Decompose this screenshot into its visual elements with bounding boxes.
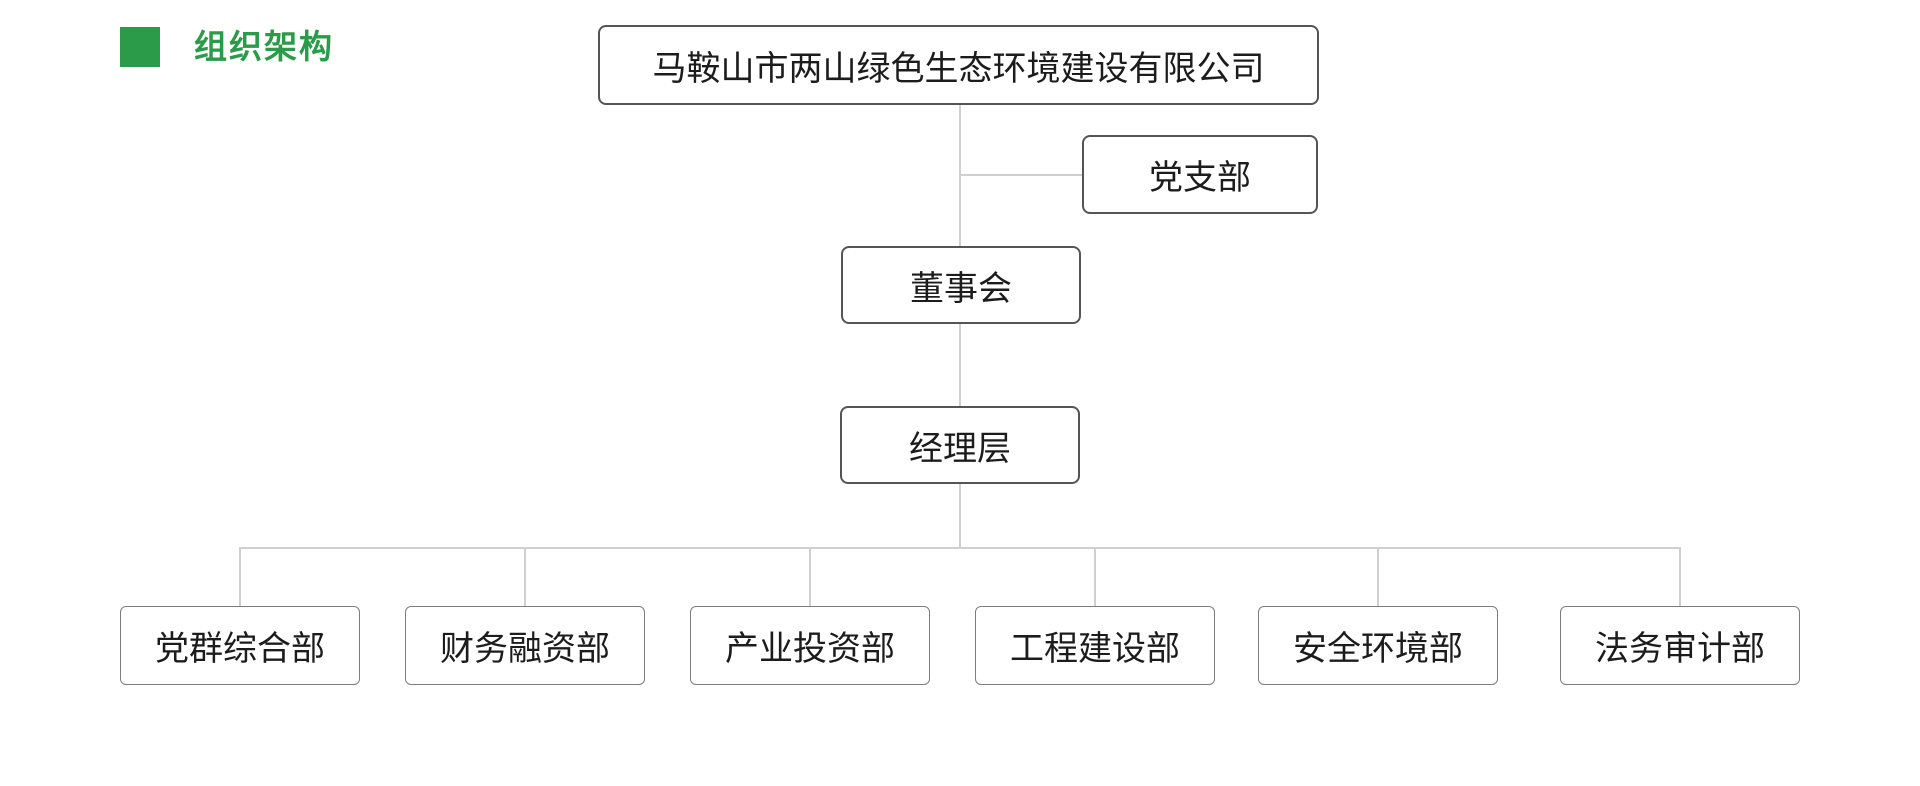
org-node-dept-legal-audit: 法务审计部 (1560, 606, 1800, 685)
org-node-dept-engineering: 工程建设部 (975, 606, 1215, 685)
org-node-management: 经理层 (840, 406, 1080, 484)
connector-board-to-management (959, 324, 961, 407)
org-node-dept-finance: 财务融资部 (405, 606, 645, 685)
page-title: 组织架构 (194, 28, 334, 65)
org-node-dept-label: 法务审计部 (1595, 630, 1765, 668)
connector-department-bus (239, 547, 1681, 549)
org-node-dept-label: 产业投资部 (725, 630, 895, 668)
org-node-company-label: 马鞍山市两山绿色生态环境建设有限公司 (652, 49, 1265, 88)
org-node-dept-label: 党群综合部 (155, 630, 325, 668)
org-node-board-label: 董事会 (910, 269, 1012, 308)
org-node-dept-party-affairs: 党群综合部 (120, 606, 360, 685)
org-node-dept-industry-investment: 产业投资部 (690, 606, 930, 685)
org-node-dept-label: 工程建设部 (1010, 630, 1180, 668)
connector-root-to-board (959, 105, 961, 247)
section-marker-square (120, 27, 160, 67)
connector-management-to-bus (959, 484, 961, 548)
org-node-board: 董事会 (841, 246, 1081, 324)
connector-stub-dept-6 (1679, 548, 1681, 606)
org-node-dept-label: 财务融资部 (440, 630, 610, 668)
org-node-dept-label: 安全环境部 (1293, 630, 1463, 668)
connector-stub-dept-3 (809, 548, 811, 606)
connector-stub-dept-2 (524, 548, 526, 606)
org-node-management-label: 经理层 (909, 429, 1011, 468)
connector-stub-dept-5 (1377, 548, 1379, 606)
connector-stub-dept-1 (239, 548, 241, 606)
org-node-party-branch: 党支部 (1082, 135, 1318, 214)
org-node-dept-safety-environment: 安全环境部 (1258, 606, 1498, 685)
connector-stub-dept-4 (1094, 548, 1096, 606)
org-node-company: 马鞍山市两山绿色生态环境建设有限公司 (598, 25, 1319, 105)
org-node-party-branch-label: 党支部 (1149, 159, 1251, 197)
connector-to-party-branch (960, 174, 1082, 176)
